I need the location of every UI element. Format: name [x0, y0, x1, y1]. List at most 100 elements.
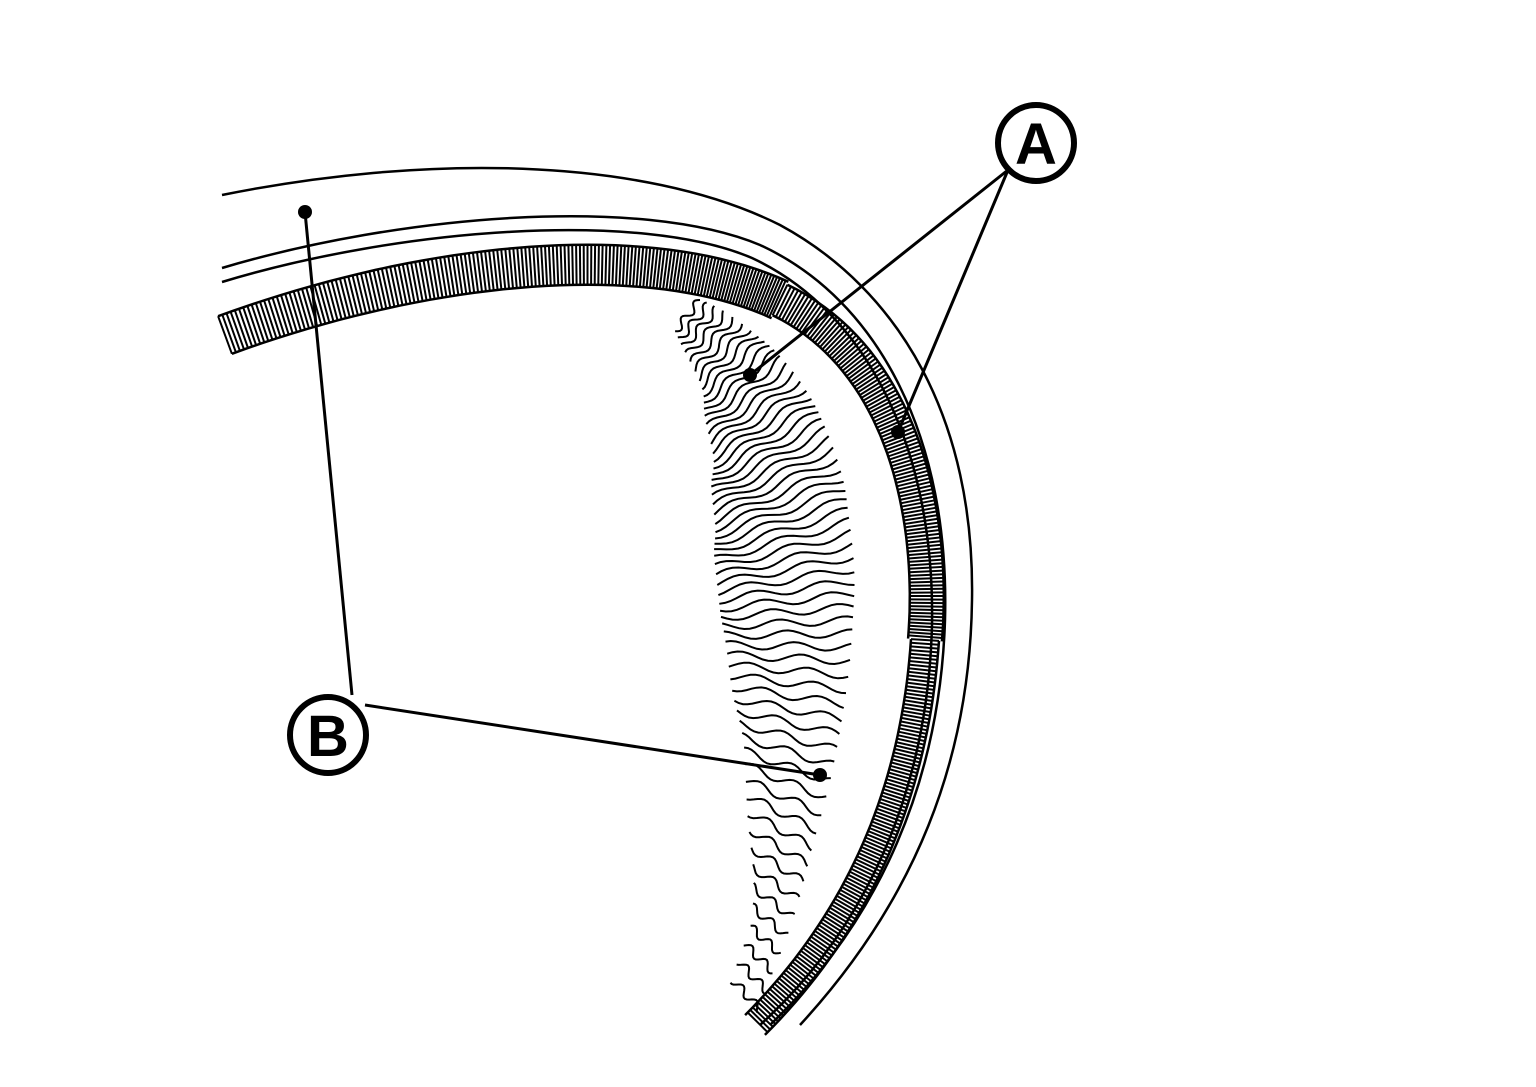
lining-wave-stroke [730, 673, 847, 695]
hatch-stroke [271, 297, 286, 337]
hatch-stroke [699, 256, 710, 296]
hatch-stroke [761, 996, 784, 1017]
hatch-stroke [313, 284, 327, 324]
hatch-stroke [900, 495, 935, 505]
hatch-stroke [696, 255, 707, 295]
hatch-stroke [737, 266, 752, 306]
hatch-stroke [889, 764, 918, 775]
hatch-stroke [906, 536, 941, 543]
hatch-stroke [317, 283, 331, 323]
hatch-stroke [874, 814, 901, 826]
hatch-stroke [814, 316, 838, 344]
hatch-stroke [714, 259, 727, 300]
hatch-stroke [855, 858, 882, 873]
hatch-stroke [831, 334, 858, 360]
hatch-stroke [898, 484, 932, 495]
hatch-stroke [795, 299, 817, 330]
hatch-stroke [909, 573, 944, 577]
lining-wave-stroke [752, 863, 801, 898]
hatch-stroke [843, 351, 872, 375]
hatch-stroke [652, 248, 659, 289]
hatch-stroke [385, 267, 396, 308]
hatch-stroke [875, 409, 907, 426]
lining-wave-stroke [750, 924, 781, 955]
hatch-stroke [866, 833, 894, 846]
hatch-stroke [547, 245, 552, 286]
hatch-stroke [853, 861, 880, 876]
hatch-stroke [860, 845, 888, 860]
hatch-stroke [611, 245, 615, 286]
hatch-stroke [909, 605, 944, 608]
hatch-stroke [876, 412, 909, 429]
hatch-stroke [496, 249, 503, 290]
hatch-stroke [890, 761, 919, 771]
hatch-stroke [839, 888, 865, 905]
hatch-stroke [504, 248, 511, 289]
hatch-stroke [891, 455, 925, 468]
hatch-stroke [908, 554, 943, 560]
hatch-stroke [836, 894, 862, 911]
hatch-stroke [895, 741, 924, 750]
hatch-stroke [524, 247, 530, 288]
hatch-stroke [855, 369, 886, 391]
hatch-stroke [246, 305, 262, 345]
hatch-stroke [909, 608, 944, 612]
hatch-stroke [885, 437, 919, 451]
leader-b-2 [364, 703, 821, 777]
lining-wave-stroke [714, 490, 846, 540]
hatch-stroke [880, 794, 909, 806]
hatch-band-edge [217, 243, 789, 318]
hatch-stroke [540, 246, 545, 287]
lining-wave-stroke [714, 498, 847, 545]
hatch-stroke [908, 631, 943, 636]
hatch-stroke [684, 252, 694, 293]
hatch-stroke [888, 448, 922, 461]
hatch-stroke [758, 275, 776, 314]
hatch-stroke [897, 734, 926, 743]
hatch-stroke [555, 245, 560, 286]
hatch-stroke [908, 558, 943, 563]
callout-a-label: A [1015, 112, 1057, 177]
hatch-stroke [720, 261, 733, 301]
hatch-stroke [899, 488, 933, 498]
hatch-stroke [343, 277, 355, 317]
hatch-stroke [418, 260, 428, 301]
hatch-stroke [887, 444, 921, 458]
hatch-stroke [909, 569, 944, 574]
hatch-stroke [903, 514, 938, 522]
hatch-stroke [821, 323, 847, 350]
hatch-stroke [731, 264, 746, 304]
hatch-stroke [787, 966, 811, 986]
hatch-stroke [723, 262, 736, 302]
hatch-stroke [338, 278, 351, 318]
hatch-stroke [859, 376, 890, 396]
hatch-stroke [781, 289, 800, 321]
hatch-stroke [875, 810, 903, 823]
hatch-stroke [368, 271, 380, 311]
hatch-stroke [614, 245, 619, 286]
hatch-stroke [711, 258, 723, 299]
hatch-stroke [885, 781, 913, 792]
hatch-stroke [600, 244, 604, 285]
lining-wave-stroke [701, 335, 759, 391]
hatch-stroke [351, 275, 363, 315]
leader-dot-b-1 [298, 205, 312, 219]
hatch-stroke [909, 615, 944, 619]
lining-wave-stroke [733, 699, 843, 723]
hatch-stroke [884, 784, 912, 796]
hatch-stroke [827, 909, 853, 927]
hatch-stroke [818, 924, 843, 942]
hatch-stroke [780, 974, 804, 995]
hatch-stroke [229, 311, 245, 350]
hatch-stroke [908, 565, 943, 570]
hatch-stroke [754, 1004, 777, 1025]
hatch-stroke [905, 688, 934, 695]
hatch-stroke [798, 302, 820, 332]
lining-wave-stroke [703, 344, 770, 404]
hatch-stroke [812, 932, 837, 951]
hatch-stroke [909, 652, 938, 658]
hatch-stroke [905, 692, 934, 699]
hatch-stroke [905, 529, 940, 536]
hatch-stroke [426, 259, 436, 300]
